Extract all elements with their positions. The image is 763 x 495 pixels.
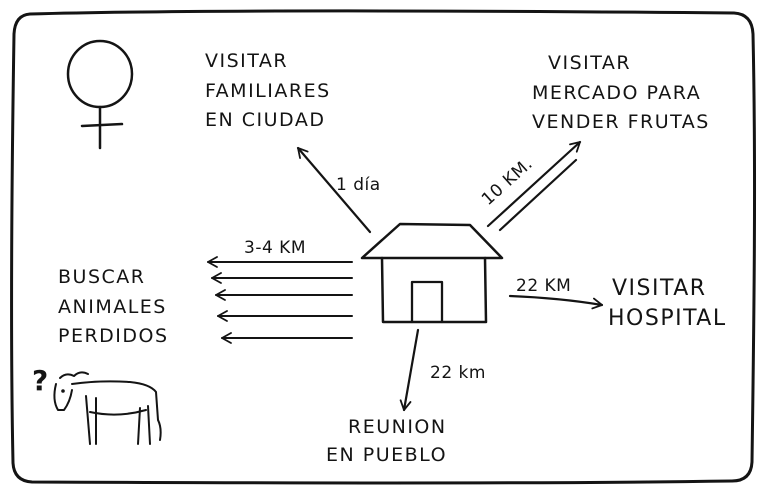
label-familiares: VISITAR FAMILIARES EN CIUDAD [205, 50, 331, 131]
svg-text:VISITAR: VISITAR [205, 50, 288, 72]
label-reunion: REUNION EN PUEBLO [326, 416, 447, 466]
house-icon [360, 222, 504, 324]
arrow-hospital [508, 294, 604, 310]
svg-text:BUSCAR: BUSCAR [58, 266, 145, 288]
svg-text:FAMILIARES: FAMILIARES [205, 80, 331, 102]
svg-text:PERDIDOS: PERDIDOS [58, 325, 169, 347]
svg-text:VISITAR: VISITAR [612, 276, 707, 301]
distance-reunion: 22 km [430, 363, 486, 383]
female-symbol-icon [66, 39, 134, 150]
distance-familiares: 1 día [336, 175, 381, 195]
label-animales: BUSCAR ANIMALES PERDIDOS [58, 266, 169, 347]
arrows-animales [207, 256, 353, 344]
svg-text:ANIMALES: ANIMALES [58, 296, 167, 318]
arrow-mercado [486, 140, 582, 228]
cow-icon [53, 371, 162, 445]
svg-text:REUNION: REUNION [348, 416, 447, 438]
svg-text:HOSPITAL: HOSPITAL [608, 306, 727, 331]
distance-animales: 3-4 KM [244, 238, 306, 258]
arrow-mercado-second-line [498, 158, 578, 232]
svg-text:VENDER FRUTAS: VENDER FRUTAS [532, 111, 710, 133]
distance-mercado: 10 KM. [478, 154, 537, 210]
arrow-familiares [296, 146, 372, 234]
question-mark: ? [32, 364, 48, 397]
arrow-reunion [399, 328, 420, 412]
diagram-frame [9, 9, 757, 485]
svg-text:VISITAR: VISITAR [548, 52, 631, 74]
svg-text:EN CIUDAD: EN CIUDAD [205, 109, 325, 131]
label-hospital: VISITAR HOSPITAL [608, 276, 727, 331]
label-mercado: VISITAR MERCADO PARA VENDER FRUTAS [532, 52, 710, 133]
svg-text:MERCADO PARA: MERCADO PARA [532, 82, 701, 104]
svg-text:EN PUEBLO: EN PUEBLO [326, 444, 447, 466]
distance-hospital: 22 KM [516, 276, 571, 296]
